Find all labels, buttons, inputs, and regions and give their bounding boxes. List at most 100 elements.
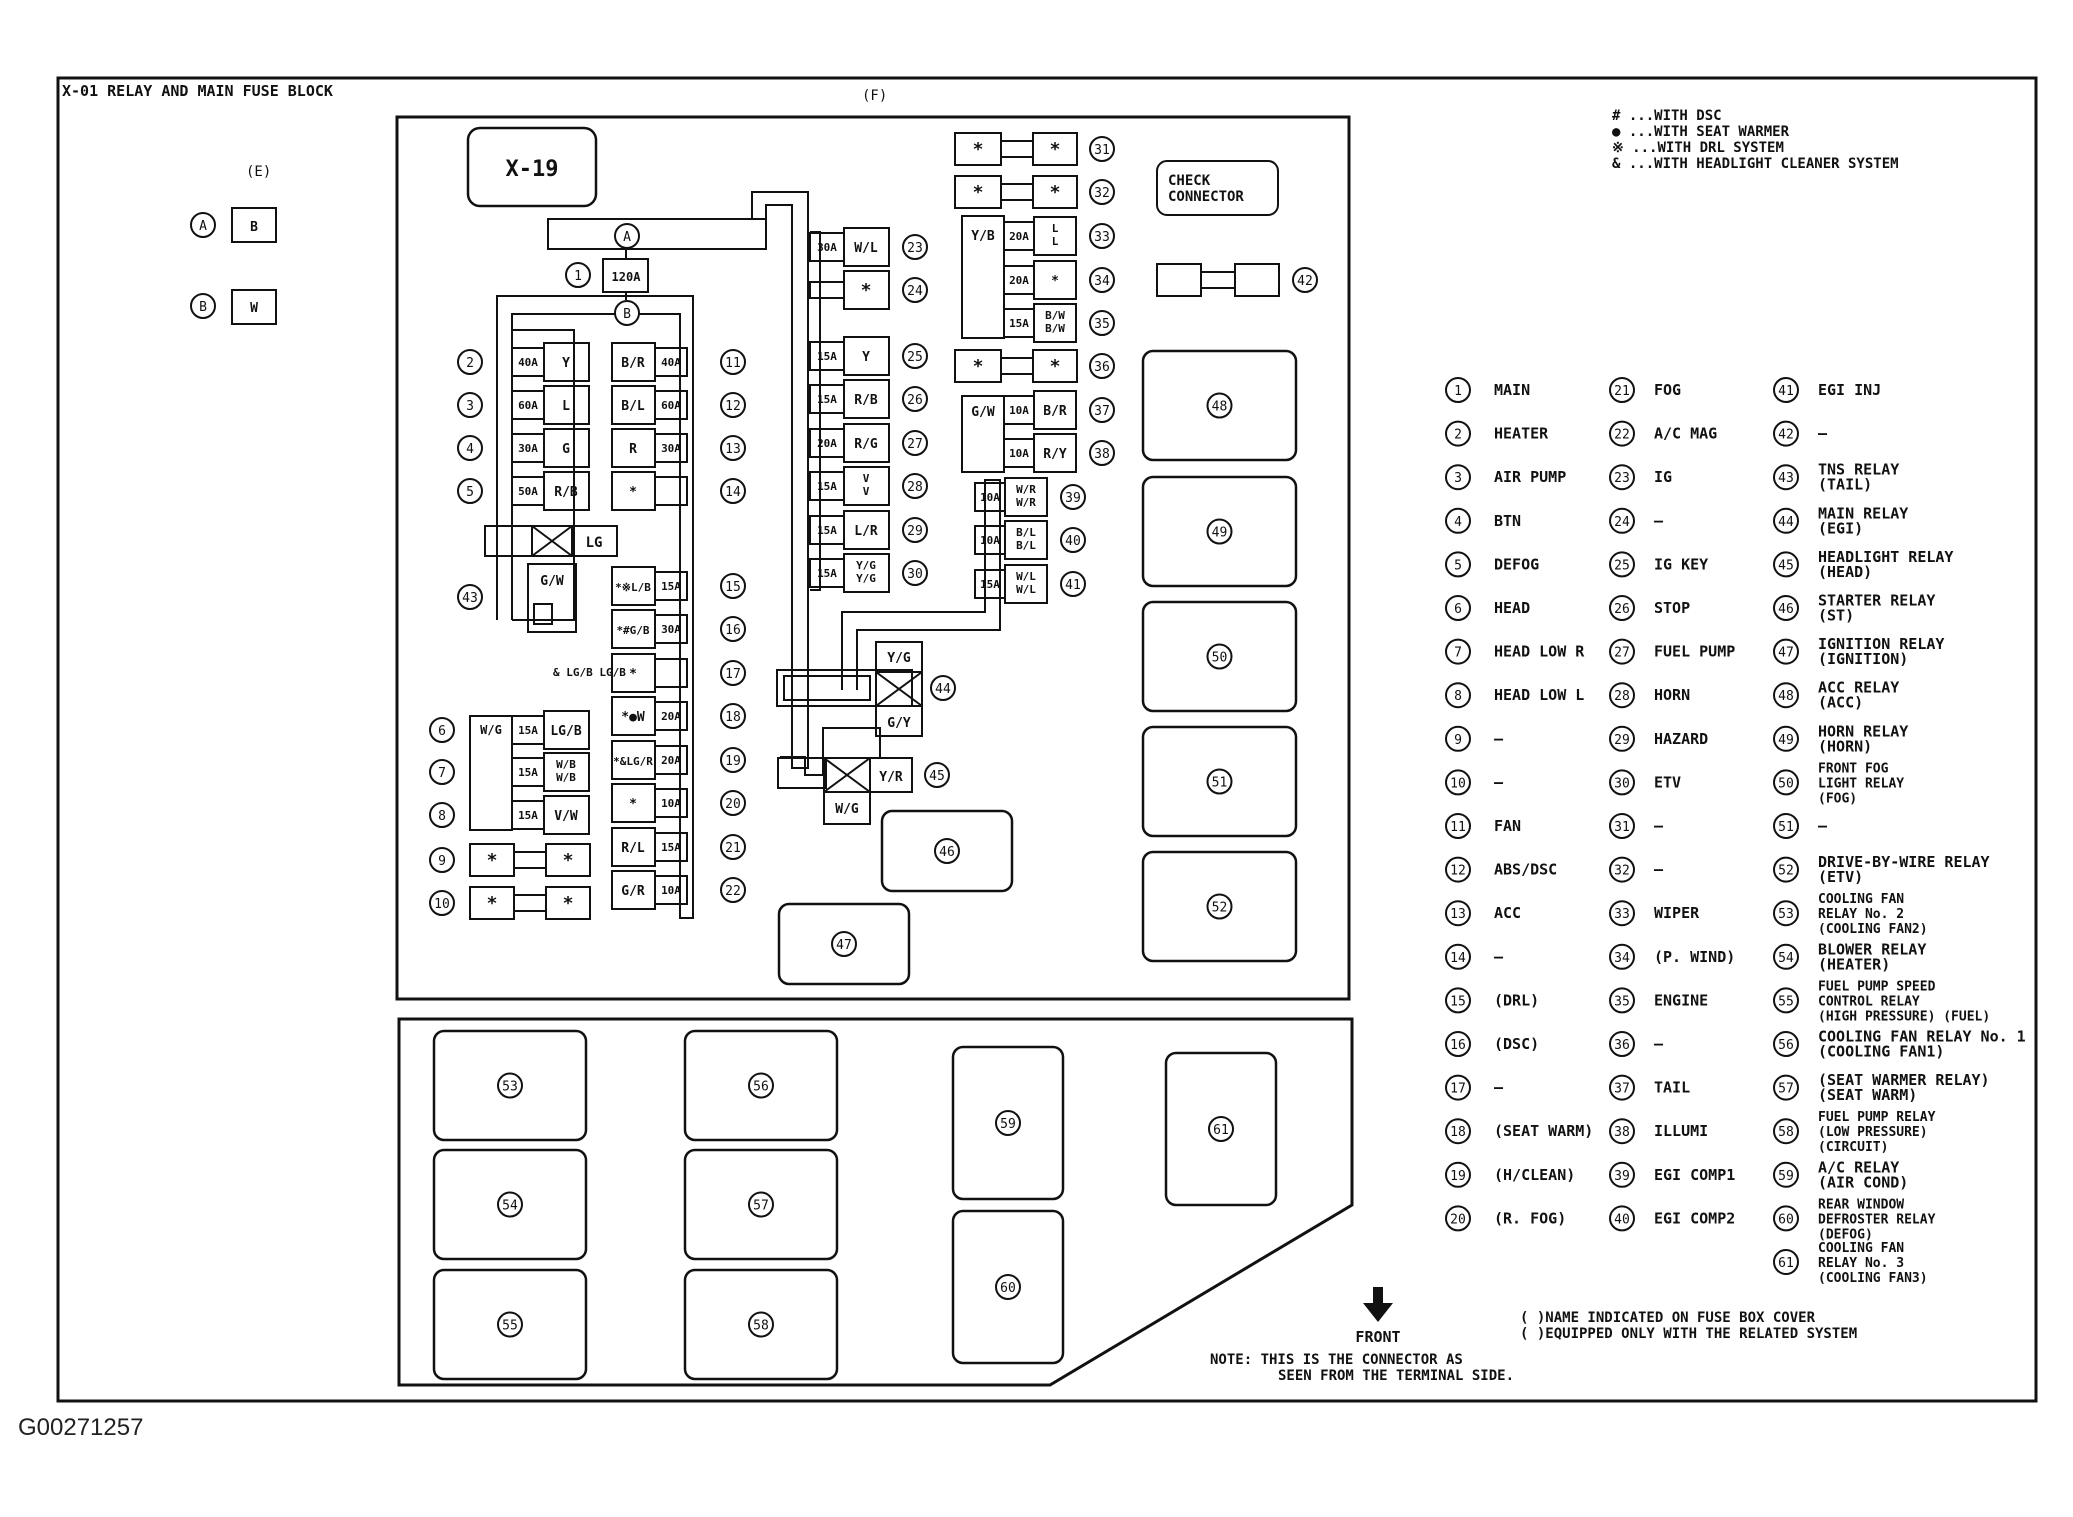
fuse-number: 53 [1778,907,1794,922]
legend-text: BLOWER RELAY [1818,940,1926,958]
num-circle [1206,518,1233,545]
num-circle [1773,987,1799,1014]
legend-text: (HIGH PRESSURE) (FUEL) [1818,1009,1990,1024]
left-column-frame [512,329,575,621]
connector-42: 42 [1156,263,1318,297]
amp-box [654,788,688,818]
legend-text: EGI COMP2 [1654,1209,1735,1227]
check-connector-box [1156,160,1279,216]
amp-box [654,433,688,463]
legend-text: FUEL PUMP [1654,643,1735,661]
fuse-number: 24 [1614,515,1630,530]
bracket-note-line: ( )NAME INDICATED ON FUSE BOX COVER [1520,1310,1816,1326]
right-bus-frame [961,395,1005,473]
fuse-number: 59 [1778,1169,1794,1184]
wire-box [1032,175,1078,209]
fuse-number: 51 [1778,820,1794,835]
wire-label-part: V [863,472,870,485]
fuse-number: 49 [1212,526,1228,541]
legend-text: TNS RELAY [1818,461,1899,479]
wire-label: R/B [854,393,878,408]
wire-label-part: Y/G [856,572,876,585]
fuse-number: 23 [907,241,923,256]
amp-label: 30A [518,442,538,455]
wire-label-part: L [1052,222,1059,235]
fuse-row-center: *17 [611,653,746,693]
legend-text: (LOW PRESSURE) [1818,1125,1928,1140]
wire-box [1033,390,1077,430]
relay-44-frame [776,669,913,707]
diagram-title: X-01 RELAY AND MAIN FUSE BLOCK [62,82,333,100]
wire-label: Y [862,350,870,365]
fuse-number: 59 [1000,1117,1016,1132]
wire-label: * [487,850,498,871]
relay-44-bottom-wire: G/Y [887,716,911,731]
num-circle [1609,769,1635,796]
fuse-number: 12 [725,399,741,414]
num-circle [1609,595,1635,621]
amp-label: 15A [817,393,837,406]
legend-text: A/C MAG [1654,425,1717,443]
fuse-number: 1 [1454,384,1462,399]
legend-text: (AIR COND) [1818,1173,1908,1191]
wire-box [543,752,590,792]
fuse-row-lower-left: 10** [429,886,591,920]
circle-label: A [199,219,207,234]
wire-label: * [563,850,574,871]
relay-43-x [531,525,573,557]
fuse-number: 9 [1454,733,1462,748]
wire-label-part: B/L [1016,539,1036,552]
amp-label: 15A [661,580,681,593]
legend-text: — [1818,425,1828,443]
link-box [1000,140,1034,158]
num-circle [924,762,950,788]
check-connector-line2: CONNECTOR [1168,189,1244,205]
wire-label: G/R [621,884,645,899]
num-circle [1445,1161,1471,1188]
fuse-number: 35 [1094,317,1110,332]
num-circle [1773,943,1799,970]
fuse-number: 16 [725,623,741,638]
wire-label: B/L [621,399,645,414]
wire-box [543,471,590,511]
legend-text: ACC [1494,904,1521,922]
main-fuse-num-circle [565,262,591,288]
fuse-number: 47 [1778,646,1794,661]
num-circle [720,573,746,599]
relay-45-x [823,757,871,793]
fuse-number: 19 [1450,1169,1466,1184]
wire-box [543,428,590,468]
wire-label-part: W/L [1016,583,1036,596]
bus-a-label: A [623,230,631,245]
num-circle [1609,1031,1635,1057]
wire-label: L/R [854,524,878,539]
yb-bus-label: Y/B [971,229,995,244]
wire-label: *※L/B [615,581,651,594]
fuse-number: 40 [1614,1212,1630,1227]
legend-text: CONTROL RELAY [1818,994,1920,1009]
wire-box [1032,132,1078,166]
legend-text: (HEATER) [1818,955,1890,973]
wire-label: *&LG/R [613,755,653,768]
num-circle [1445,1074,1471,1101]
wire-label: R/G [854,437,878,452]
relay-box [683,1148,839,1261]
wire-box [543,385,590,425]
num-circle [1060,571,1086,597]
connector-note-line: SEEN FROM THE TERMINAL SIDE. [1278,1368,1514,1384]
num-circle [457,392,483,418]
